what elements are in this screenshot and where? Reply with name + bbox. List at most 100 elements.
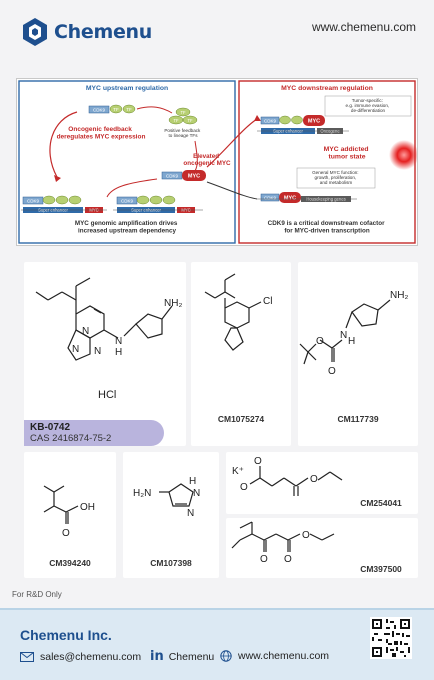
tf-cluster: TF TF TF: [168, 107, 198, 125]
footer-company: Chemenu Inc.: [20, 627, 112, 643]
globe-icon: [220, 650, 232, 662]
myc-label: MYC: [188, 174, 200, 180]
product-card-cm394240[interactable]: OH O CM394240: [24, 452, 116, 578]
cdk9-cofactor-text: CDK9 is a critical downstream cofactor f…: [268, 220, 387, 235]
upstream-bottom-complex-1: CDK9 Super enhancer MYC: [21, 195, 107, 213]
footer-web: www.chemenu.com: [238, 650, 330, 662]
mechanism-figure: MYC upstream regulation MYC downstream r…: [16, 78, 419, 246]
amine-group: H₂N: [133, 488, 151, 499]
carbonyl-o: O: [284, 554, 292, 565]
n-atom: N: [187, 508, 194, 519]
cm107398-structure: H₂N H N N: [133, 476, 200, 519]
positive-feedback-line2: to lineage TFs: [168, 133, 198, 138]
nh-n-atom: N: [193, 488, 200, 499]
tumor-specific-text: Tumor-specific: e.g. immune evasion, de-…: [346, 98, 391, 113]
footer-email-link[interactable]: sales@chemenu.com: [20, 651, 141, 663]
mail-icon: [20, 652, 34, 662]
nh-n-atom: N: [340, 330, 347, 341]
n-atom: N: [82, 326, 89, 337]
chlorine-atom: Cl: [263, 296, 272, 307]
cm107398-id: CM107398: [150, 558, 192, 568]
product-card-cm117739[interactable]: NH₂ N H O O CM117739: [298, 262, 418, 446]
amine-group: NH₂: [390, 290, 408, 301]
cm117739-structure: NH₂ N H O O: [299, 290, 408, 377]
upstream-top-complex: CDK9 TF TF: [88, 104, 136, 114]
downstream-bottom-complex: CDK9 MYC Housekeeping genes: [257, 192, 357, 203]
cdk9-label: CDK9: [93, 108, 106, 113]
tf-label: TF: [113, 107, 119, 112]
footer-divider: [0, 608, 434, 610]
tf-label: TF: [187, 118, 193, 123]
arrow-down-right: [194, 140, 198, 172]
cm1075274-id: CM1075274: [217, 414, 265, 424]
downstream-top-complex: CDK9 MYC Super enhancer Oncogene: [257, 115, 349, 134]
product-card-cm254041[interactable]: K⁺ O O O CM254041: [226, 452, 418, 514]
arrow-down-downstream: [206, 181, 258, 200]
nh-h-atom: H: [115, 347, 122, 358]
brand-logo[interactable]: Chemenu: [22, 14, 162, 50]
tf-label: TF: [126, 107, 132, 112]
tf-label: TF: [180, 110, 186, 115]
ester-o: O: [316, 336, 324, 347]
arrow-up-downstream: [206, 118, 258, 168]
cdk9-label: CDK9: [264, 196, 277, 201]
cm254041-structure: K⁺ O O O: [232, 456, 343, 496]
product-card-cm1075274[interactable]: Cl CM1075274: [191, 262, 291, 446]
amine-group: NH₂: [164, 298, 182, 309]
oncogenic-feedback-text: Oncogenic feedback deregulates MYC expre…: [57, 126, 146, 141]
product-card-cm397500[interactable]: O O O CM397500: [226, 518, 418, 578]
myc-label: MYC: [308, 119, 320, 125]
cm254041-id: CM254041: [360, 498, 402, 508]
product-card-cm107398[interactable]: H₂N H N N CM107398: [123, 452, 219, 578]
chemenu-logo-icon: [23, 18, 47, 46]
feedback-arrow-left: [49, 111, 78, 178]
carbonyl-o: O: [62, 528, 70, 539]
footer: Chemenu Inc. sales@chemenu.com in Chemen…: [0, 610, 434, 680]
cdk9-label: CDK9: [27, 199, 40, 204]
n-atom: N: [72, 344, 79, 355]
carbonyl-o: O: [328, 366, 336, 377]
cdk9-label: CDK9: [121, 199, 134, 204]
cm1075274-structure: Cl: [204, 273, 272, 351]
amplification-text: MYC genomic amplification drives increas…: [75, 220, 179, 235]
upstream-bottom-complex-2: CDK9 Super enhancer MYC: [113, 195, 203, 213]
cm117739-id: CM117739: [337, 414, 379, 424]
rnd-note: For R&D Only: [12, 590, 62, 599]
cdk9-label: CDK9: [166, 174, 179, 179]
product-card-kb0742[interactable]: N N N N H NH₂ HCl: [24, 262, 186, 446]
cm397500-structure: O O O: [231, 521, 335, 565]
elevated-myc-text: Elevated oncogenic MYC: [183, 153, 231, 167]
nh-h-atom: H: [348, 336, 355, 347]
myc-pill: [182, 170, 206, 181]
ketone-o: O: [260, 554, 268, 565]
upstream-panel-border: [18, 80, 236, 244]
nh-n-atom: N: [115, 336, 122, 347]
ester-o: O: [310, 474, 318, 485]
tf-label: TF: [173, 118, 179, 123]
kb0742-id: KB-0742: [30, 422, 71, 433]
linkedin-icon: in: [150, 649, 164, 664]
kb0742-id-box: KB-0742 CAS 2416874-75-2: [24, 420, 164, 446]
carboxylate-o: O: [240, 482, 248, 493]
hydroxyl-group: OH: [80, 502, 95, 513]
downstream-title: MYC downstream regulation: [281, 85, 373, 92]
qr-code-icon[interactable]: [370, 617, 412, 659]
header-website[interactable]: www.chemenu.com: [311, 20, 416, 34]
positive-feedback-line1: Positive feedback: [164, 128, 201, 133]
myc-label: MYC: [284, 196, 296, 202]
footer-email: sales@chemenu.com: [40, 651, 142, 663]
footer-web-link[interactable]: www.chemenu.com: [220, 650, 329, 662]
upstream-title: MYC upstream regulation: [86, 85, 168, 92]
cm394240-structure: OH O: [43, 485, 95, 539]
salt-label: HCl: [98, 389, 116, 401]
general-function-text: General MYC function: growth, proliferat…: [312, 170, 360, 185]
footer-linkedin-link[interactable]: in Chemenu: [150, 649, 214, 664]
addicted-text: MYC addicted tumor state: [324, 146, 371, 161]
cm394240-id: CM394240: [49, 558, 91, 568]
kb0742-structure: N N N N H NH₂ HCl: [35, 277, 182, 401]
arrow-to-myc: [106, 178, 158, 198]
brand-name: Chemenu: [54, 21, 152, 43]
arrow-to-tfs: [136, 106, 173, 114]
potassium-ion: K⁺: [232, 466, 244, 477]
footer-linkedin: Chemenu: [168, 650, 215, 663]
